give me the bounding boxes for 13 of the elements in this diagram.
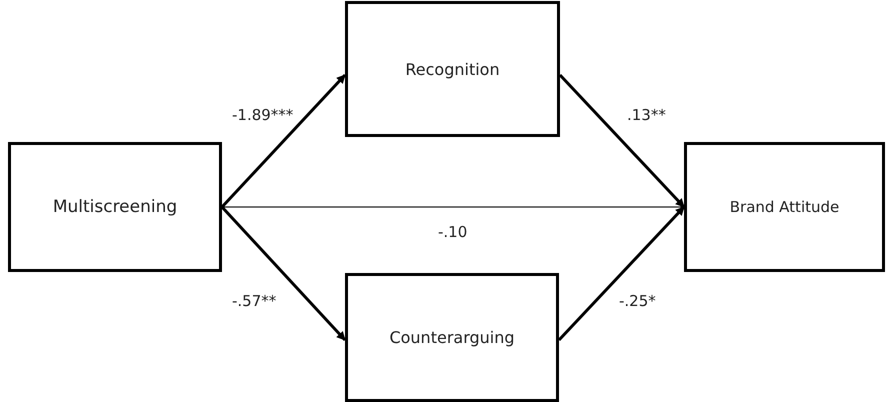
arrow: [222, 205, 684, 209]
variable-name: Brand Attitude: [730, 198, 840, 216]
arrow: [220, 74, 346, 208]
variable-box: [8, 142, 222, 272]
variable-name: Counterarguing: [389, 328, 515, 347]
variable-box: [684, 142, 885, 272]
arrow: [558, 74, 686, 208]
arrow: [220, 206, 346, 342]
variable-box: [345, 1, 560, 137]
variable-name: Recognition: [405, 60, 500, 78]
arrow: [558, 206, 686, 342]
variable-name: Multiscreening: [52, 197, 178, 217]
variable-box: [345, 273, 559, 402]
